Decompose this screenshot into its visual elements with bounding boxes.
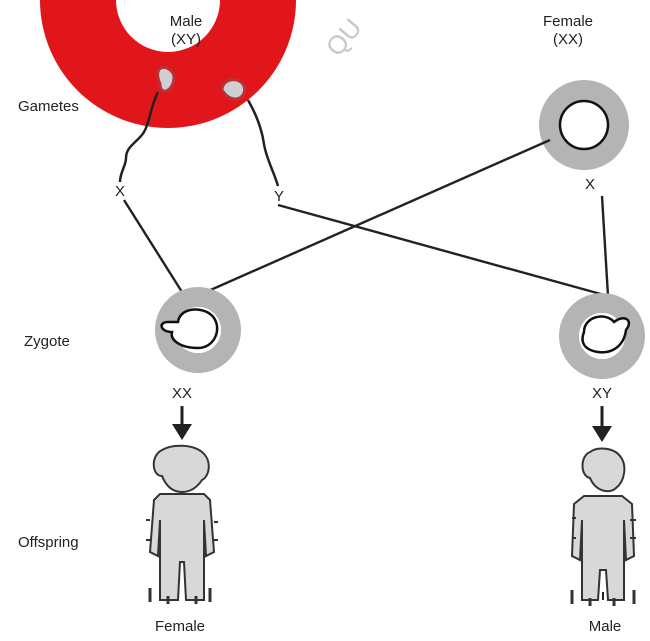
zygote-right xyxy=(559,293,645,379)
watermark-text: QU xyxy=(320,13,368,62)
sperm-x-label: X xyxy=(114,183,126,200)
offspring-male-label: Male xyxy=(588,618,622,635)
egg-x-label: X xyxy=(584,176,596,193)
zygote-right-karyotype: XY xyxy=(591,385,613,402)
zygote-label: Zygote xyxy=(24,333,70,350)
female-parent-label: Female xyxy=(542,13,594,30)
egg-cell xyxy=(539,80,629,170)
arrow-right xyxy=(592,406,612,442)
offspring-female-label: Female xyxy=(154,618,206,635)
male-parent-label: Male xyxy=(169,13,203,30)
sperm-y xyxy=(220,78,280,187)
offspring-female-figure xyxy=(146,444,218,604)
arrow-left xyxy=(172,406,192,440)
fertilization-lines xyxy=(122,138,610,298)
offspring-male-figure xyxy=(570,447,636,606)
zygote-left xyxy=(155,287,241,373)
female-parent-karyotype: (XX) xyxy=(553,31,583,48)
gametes-label: Gametes xyxy=(18,98,79,115)
sperm-y-label: Y xyxy=(273,188,285,205)
offspring-label: Offspring xyxy=(18,534,79,551)
sperm-x xyxy=(118,66,176,183)
male-parent-karyotype: (XY) xyxy=(171,31,201,48)
zygote-left-karyotype: XX xyxy=(171,385,193,402)
